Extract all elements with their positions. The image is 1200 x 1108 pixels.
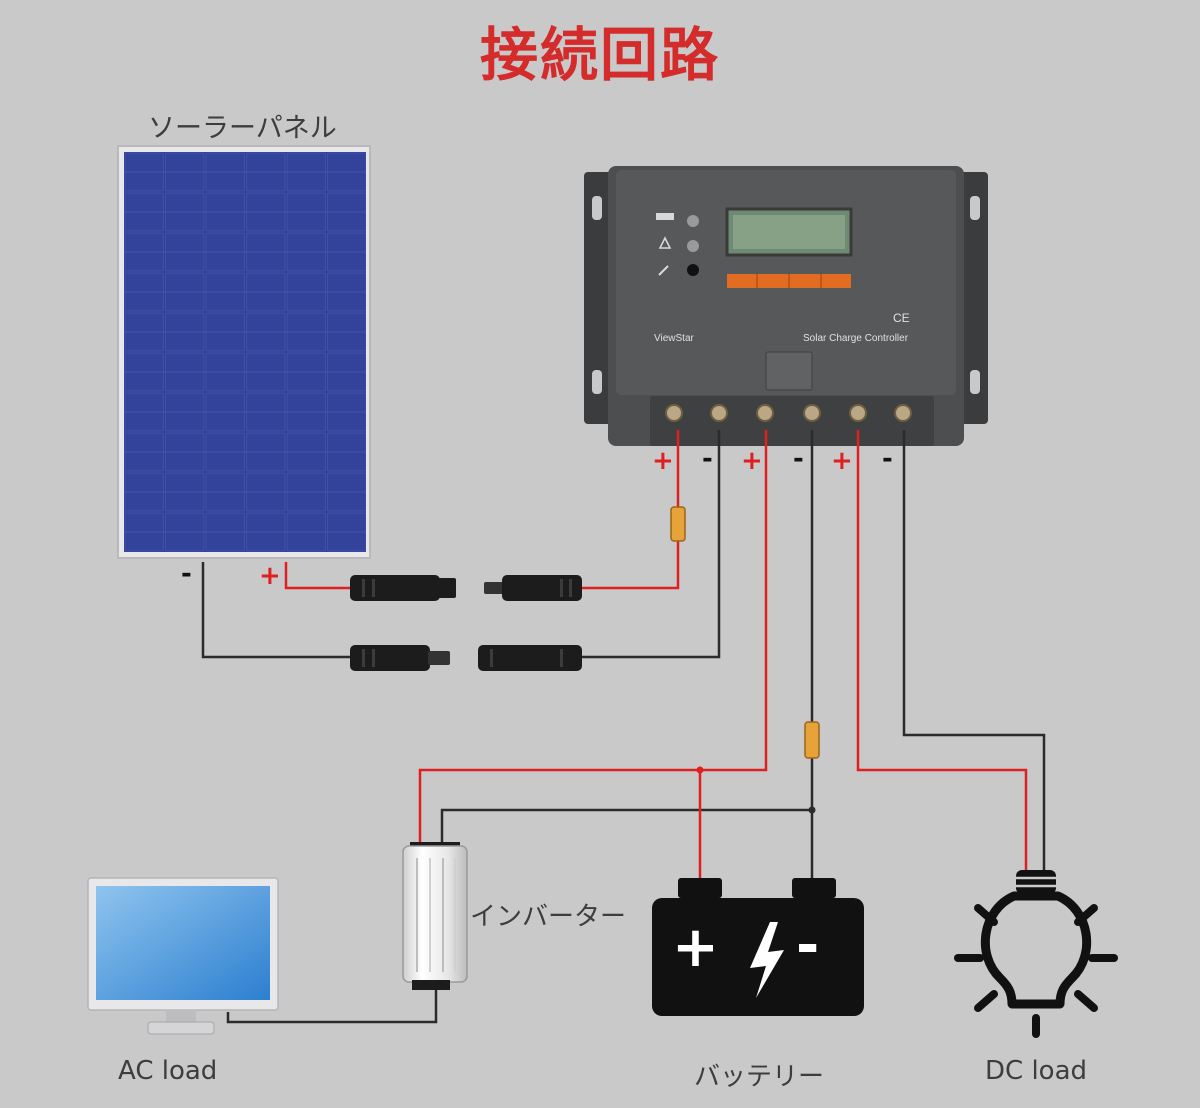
mc4-connector-icon <box>478 645 582 671</box>
mc4-connector-icon <box>350 645 450 671</box>
battery-label: バッテリー <box>694 1062 825 1092</box>
controller-sign-pv-positive: + <box>652 446 674 476</box>
dc-load-label: DC load <box>985 1056 1088 1086</box>
solar-panel-icon <box>117 145 371 559</box>
controller-sign-pv-negative: - <box>702 444 713 474</box>
controller-model: Solar Charge Controller <box>803 333 909 344</box>
ac-load-label: AC load <box>118 1056 218 1086</box>
battery-icon <box>652 878 864 1016</box>
panel-negative-sign: - <box>181 559 192 589</box>
light-bulb-icon <box>954 870 1118 1038</box>
battery-positive-sign: + <box>672 915 719 980</box>
battery-negative-sign: - <box>796 913 819 978</box>
positive-wires <box>284 430 1028 878</box>
terminal-signs: - + + - + - + - + - <box>181 444 893 980</box>
junction-dot <box>696 766 704 774</box>
fuse-icon <box>804 721 820 759</box>
fuse-icon <box>670 506 686 542</box>
controller-sign-bat-positive: + <box>741 446 763 476</box>
inverter-icon <box>402 842 468 990</box>
page-title: 接続回路 <box>479 21 720 89</box>
solar-panel-label: ソーラーパネル <box>148 113 337 144</box>
panel-positive-sign: + <box>259 561 281 591</box>
controller-sign-bat-negative: - <box>793 444 804 474</box>
ce-mark: CE <box>893 311 910 325</box>
monitor-icon <box>87 877 279 1035</box>
charge-controller-icon: ViewStar Solar Charge Controller CE <box>584 166 988 446</box>
controller-sign-load-negative: - <box>882 444 893 474</box>
controller-sign-load-positive: + <box>831 446 853 476</box>
inverter-label: インバーター <box>470 902 627 932</box>
junction-dot <box>808 806 816 814</box>
mc4-connector-icon <box>484 575 582 601</box>
controller-brand: ViewStar <box>654 333 695 344</box>
mc4-connector-icon <box>350 575 456 601</box>
